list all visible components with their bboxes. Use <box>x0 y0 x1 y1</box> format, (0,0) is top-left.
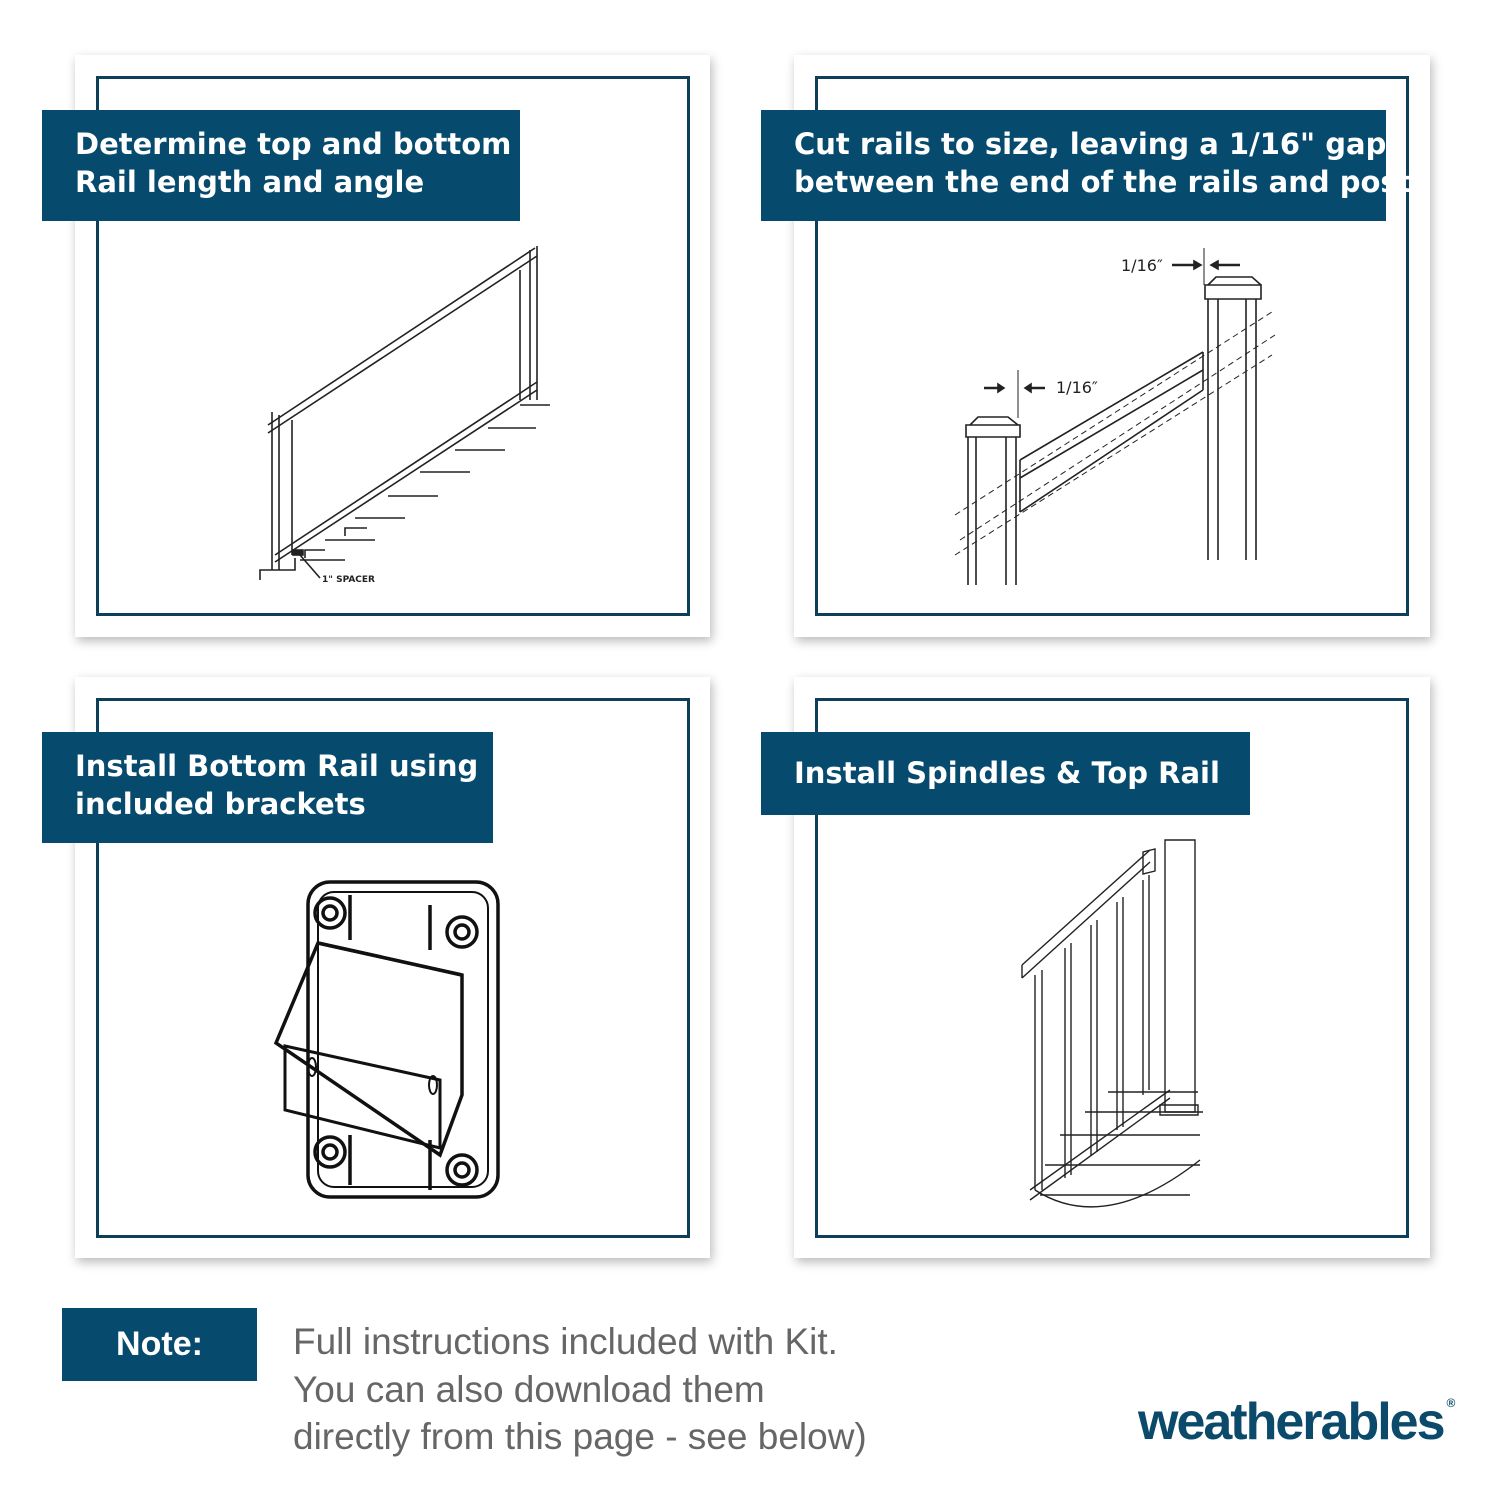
note-line: directly from this page - see below) <box>293 1416 867 1457</box>
brand-logo: weatherables® <box>1138 1392 1455 1452</box>
bracket-icon <box>273 880 500 1199</box>
note-line: You can also download them <box>293 1368 765 1410</box>
note-line: Full instructions included with Kit. <box>293 1321 838 1362</box>
spacer-label: 1" SPACER <box>322 575 375 585</box>
note-label: Note: <box>62 1308 257 1381</box>
spindles-rail-icon <box>1021 839 1203 1208</box>
step-frame-3 <box>96 698 690 1238</box>
rail-gap-icon: 1/16″ 1/16″ <box>954 248 1276 585</box>
step-banner-2: Cut rails to size, leaving a 1/16" gap b… <box>761 110 1412 221</box>
registered-mark: ® <box>1446 1396 1456 1410</box>
step-frame-4 <box>815 698 1409 1238</box>
step-title-line: Install Spindles & Top Rail <box>794 756 1220 790</box>
gap-label-top: 1/16″ <box>1121 256 1163 275</box>
step-banner-1: Determine top and bottom Rail length and… <box>42 110 520 221</box>
step-title-line: Determine top and bottom <box>75 127 512 161</box>
step-frame-1 <box>96 76 690 616</box>
step-title-line: Cut rails to size, leaving a 1/16" gap <box>794 127 1387 161</box>
gap-label-left: 1/16″ <box>1056 378 1098 397</box>
stair-railing-icon: 1" SPACER <box>259 246 550 585</box>
step-frame-2 <box>815 76 1409 616</box>
step-title-line: Install Bottom Rail using <box>75 749 479 783</box>
note-text: Full instructions included with Kit. You… <box>293 1318 867 1461</box>
step-title-line: included brackets <box>75 787 366 821</box>
step-banner-3: Install Bottom Rail using included brack… <box>42 732 493 843</box>
brand-name: weatherables <box>1138 1393 1445 1451</box>
step-title-line: Rail length and angle <box>75 165 425 199</box>
step-title-line: between the end of the rails and post <box>794 165 1412 199</box>
step-banner-4: Install Spindles & Top Rail <box>761 732 1250 815</box>
